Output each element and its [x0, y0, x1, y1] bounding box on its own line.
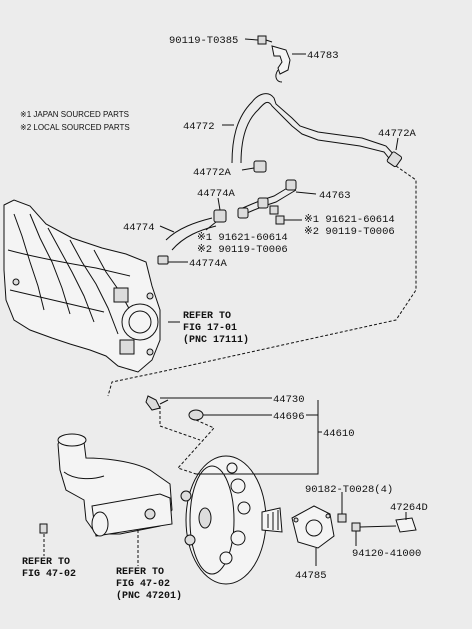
gasket-44785[interactable] [291, 505, 335, 549]
label-44696[interactable]: 44696 [273, 411, 305, 423]
label-44774a-top[interactable]: 44774A [197, 188, 236, 200]
check-valve-44730[interactable] [145, 395, 169, 411]
label-47264d[interactable]: 47264D [390, 502, 428, 514]
nut-90182-t0028[interactable] [337, 513, 347, 523]
hose-clamp-44772a-left[interactable] [253, 160, 267, 173]
refer-fig47-right-line1[interactable]: REFER TO [116, 567, 164, 578]
brake-booster-44610[interactable] [185, 455, 283, 585]
vacuum-hose-44772[interactable] [231, 93, 396, 164]
clamp-44774a-top [213, 209, 227, 223]
label-90119-t0006-right[interactable]: ※2 90119-T0006 [304, 226, 395, 238]
label-90119-t0006-left[interactable]: ※2 90119-T0006 [197, 244, 288, 256]
label-44772[interactable]: 44772 [183, 121, 215, 133]
label-44763[interactable]: 44763 [319, 190, 351, 202]
clevis-47264d[interactable] [395, 517, 417, 533]
reservoir-grommet [39, 523, 48, 534]
hose-clamp-44772a-right[interactable] [386, 151, 403, 168]
label-91621-60614-right[interactable]: ※1 91621-60614 [304, 214, 395, 226]
grommet-44696[interactable] [188, 409, 204, 421]
label-44783[interactable]: 44783 [307, 50, 339, 62]
label-44785[interactable]: 44785 [295, 570, 327, 582]
intake-manifold[interactable] [3, 199, 161, 373]
label-44610[interactable]: 44610 [323, 428, 355, 440]
label-44730[interactable]: 44730 [273, 394, 305, 406]
refer-fig47-right-line2[interactable]: FIG 47-02 [116, 579, 170, 590]
note-local-sourced: ※2 LOCAL SOURCED PARTS [20, 123, 130, 132]
note-japan-sourced: ※1 JAPAN SOURCED PARTS [20, 110, 129, 119]
master-cylinder[interactable] [39, 433, 196, 546]
label-90182-t0028[interactable]: 90182-T0028(4) [305, 484, 393, 496]
label-44772a-left[interactable]: 44772A [193, 167, 232, 179]
label-44774a-bottom[interactable]: 44774A [189, 258, 228, 270]
label-44772a-right[interactable]: 44772A [378, 128, 417, 140]
label-90119-t0385[interactable]: 90119-T0385 [169, 35, 238, 47]
refer-fig47-left-line2[interactable]: FIG 47-02 [22, 569, 76, 580]
bolt-90119-t0385[interactable] [257, 35, 273, 45]
check-valve-44763[interactable] [237, 179, 297, 225]
label-91621-60614-left[interactable]: ※1 91621-60614 [197, 232, 288, 244]
refer-fig47-right-line3[interactable]: (PNC 47201) [116, 590, 182, 602]
refer-fig17-line2[interactable]: FIG 17-01 [183, 323, 237, 334]
bracket-44783[interactable] [271, 45, 291, 83]
label-94120-41000[interactable]: 94120-41000 [352, 548, 421, 560]
refer-fig17-line3[interactable]: (PNC 17111) [183, 334, 249, 346]
clamp-44774a-bottom [157, 255, 169, 265]
refer-fig47-left-line1[interactable]: REFER TO [22, 557, 70, 568]
nut-94120-41000[interactable] [351, 522, 361, 532]
label-44774[interactable]: 44774 [123, 222, 155, 234]
refer-fig17-line1[interactable]: REFER TO [183, 311, 231, 322]
